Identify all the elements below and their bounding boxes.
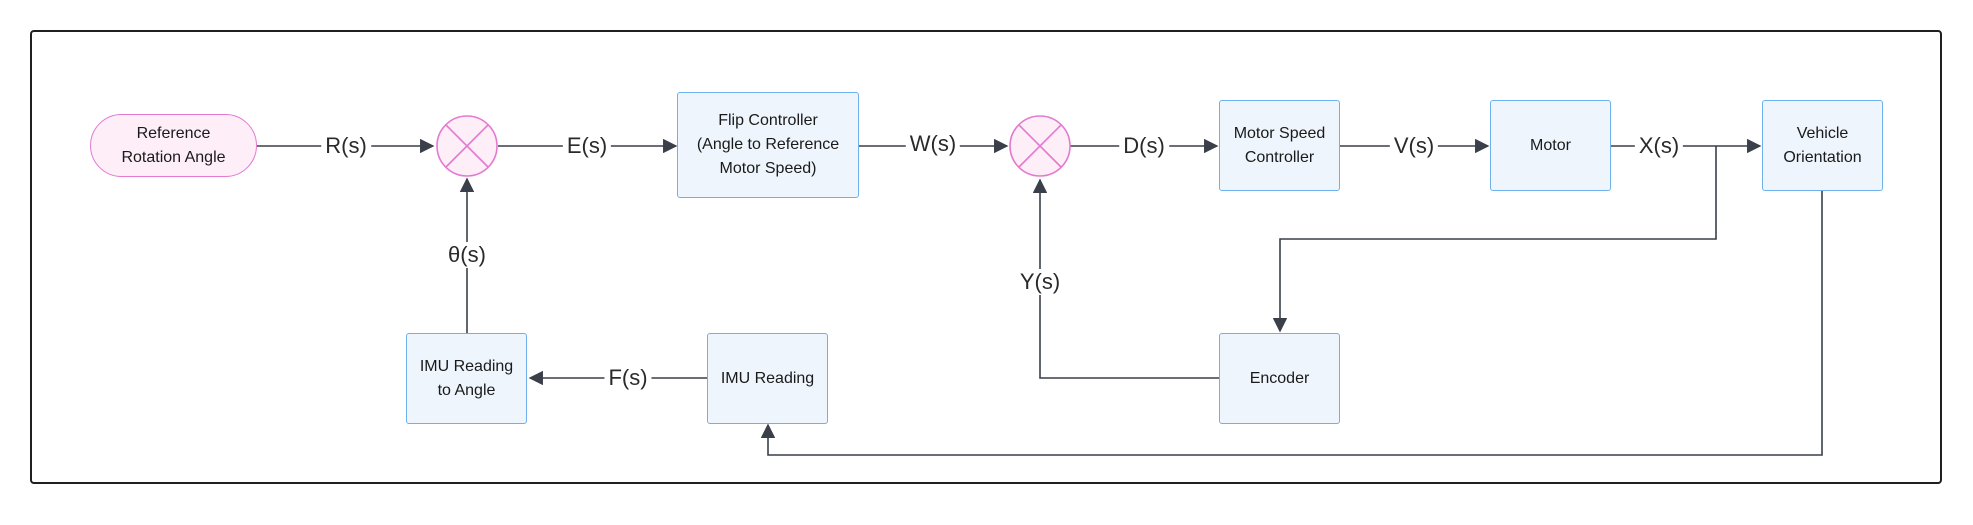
signal-label-y: Y(s) xyxy=(1015,269,1065,295)
signal-label-r: R(s) xyxy=(321,133,371,159)
imu-reading-block: IMU Reading xyxy=(707,333,828,424)
connector-y xyxy=(1032,178,1219,379)
connector-x-to-encoder xyxy=(1272,146,1717,333)
diagram-frame xyxy=(30,30,1942,484)
imu-reading-to-angle-block: IMU Reading to Angle xyxy=(406,333,527,424)
signal-label-f: F(s) xyxy=(604,365,652,391)
encoder-block: Encoder xyxy=(1219,333,1340,424)
motor-speed-controller-block: Motor Speed Controller xyxy=(1219,100,1340,191)
vehicle-orientation-block: Vehicle Orientation xyxy=(1762,100,1883,191)
connector-vehicle-to-imu xyxy=(760,191,1823,456)
signal-label-theta: θ(s) xyxy=(444,242,490,268)
signal-label-d: D(s) xyxy=(1119,133,1169,159)
signal-label-v: V(s) xyxy=(1389,133,1439,159)
reference-rotation-angle-node: Reference Rotation Angle xyxy=(90,114,257,177)
signal-label-e: E(s) xyxy=(562,133,612,159)
summing-junction-1 xyxy=(436,115,498,177)
summing-junction-2 xyxy=(1009,115,1071,177)
signal-label-w: W(s) xyxy=(905,131,961,157)
motor-block: Motor xyxy=(1490,100,1611,191)
flip-controller-block: Flip Controller (Angle to Reference Moto… xyxy=(677,92,859,198)
signal-label-x: X(s) xyxy=(1634,133,1684,159)
